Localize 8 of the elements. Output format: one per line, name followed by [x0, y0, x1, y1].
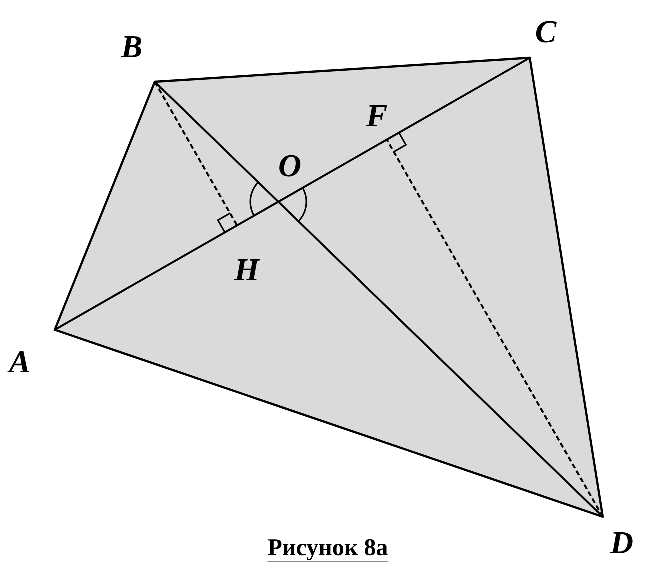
point-label: F: [366, 106, 388, 126]
point-label: C: [536, 21, 557, 43]
caption: Рисунок 8а: [268, 539, 388, 562]
point-label: B: [121, 36, 142, 58]
point-label: O: [280, 155, 301, 177]
point-label: D: [610, 532, 633, 554]
point-label: H: [234, 260, 260, 280]
point-label: A: [8, 351, 30, 373]
